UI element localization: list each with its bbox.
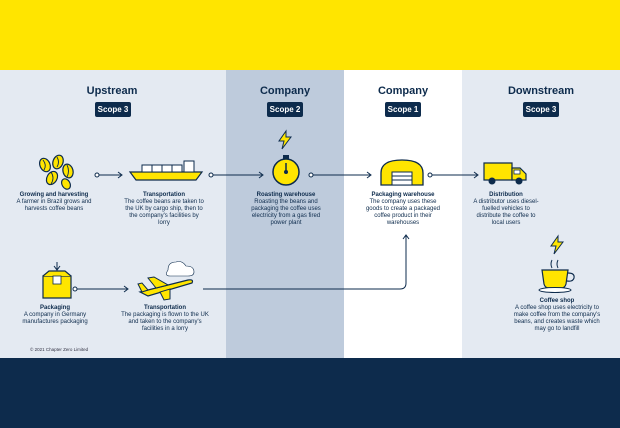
step-packaging: Packaging A company in Germany manufactu… bbox=[16, 305, 94, 326]
step-packaging-title: Packaging bbox=[39, 305, 70, 311]
packaging-box-icon bbox=[42, 262, 72, 299]
scope2-badge: Scope 2 bbox=[267, 102, 303, 117]
company-scope1-panel bbox=[344, 70, 462, 358]
step-packaging-text: A company in Germany manufactures packag… bbox=[22, 312, 88, 325]
step-growing-text: A farmer in Brazil grows and harvests co… bbox=[16, 199, 92, 212]
downstream-title: Downstream bbox=[507, 85, 575, 97]
step-transport-plane: Transportation The packaging is flown to… bbox=[120, 305, 210, 333]
coffee-beans-icon bbox=[38, 154, 74, 190]
company-scope2-panel bbox=[226, 70, 344, 358]
step-transport-ship: Transportation The coffee beans are take… bbox=[124, 192, 204, 227]
scope1-badge: Scope 1 bbox=[385, 102, 421, 117]
step-distribution-title: Distribution bbox=[489, 192, 523, 198]
step-coffee-shop-title: Coffee shop bbox=[539, 298, 575, 304]
coffee-cup-icon bbox=[538, 259, 575, 293]
airplane-icon bbox=[137, 261, 195, 301]
step-transport-ship-title: Transportation bbox=[142, 192, 185, 198]
step-coffee-shop: Coffee shop A coffee shop uses electrici… bbox=[512, 298, 602, 333]
step-packaging-warehouse-title: Packaging warehouse bbox=[371, 192, 435, 198]
step-growing: Growing and harvesting A farmer in Brazi… bbox=[14, 192, 94, 213]
copyright-notice: © 2021 Chapter Zero Limited bbox=[30, 347, 89, 352]
step-coffee-shop-text: A coffee shop uses electricity to make c… bbox=[513, 305, 601, 332]
step-transport-plane-title: Transportation bbox=[143, 305, 186, 311]
step-growing-title: Growing and harvesting bbox=[19, 192, 89, 198]
step-transport-plane-text: The packaging is flown to the UK and tak… bbox=[121, 312, 209, 332]
step-transport-ship-text: The coffee beans are taken to the UK by … bbox=[124, 199, 204, 226]
company-scope1-title: Company bbox=[377, 85, 429, 97]
upstream-scope-badge: Scope 3 bbox=[95, 102, 131, 117]
lightning-icon-2 bbox=[550, 234, 564, 255]
delivery-van-icon bbox=[483, 162, 527, 185]
warehouse-icon bbox=[380, 159, 424, 186]
bottom-navy-band bbox=[0, 358, 620, 428]
downstream-panel bbox=[462, 70, 620, 358]
upstream-title: Upstream bbox=[86, 85, 138, 97]
step-distribution-text: A distributor uses diesel-fuelled vehicl… bbox=[473, 199, 539, 226]
step-roasting: Roasting warehouse Roasting the beans an… bbox=[246, 192, 326, 227]
energy-meter-icon bbox=[272, 155, 300, 186]
step-packaging-warehouse-text: The company uses these goods to create a… bbox=[365, 199, 441, 226]
upstream-panel bbox=[0, 70, 226, 358]
step-packaging-warehouse: Packaging warehouse The company uses the… bbox=[362, 192, 444, 227]
step-roasting-title: Roasting warehouse bbox=[256, 192, 316, 198]
top-yellow-band bbox=[0, 0, 620, 70]
step-roasting-text: Roasting the beans and packaging the cof… bbox=[251, 199, 321, 226]
company-scope2-title: Company bbox=[259, 85, 311, 97]
lightning-icon bbox=[278, 129, 292, 150]
step-distribution: Distribution A distributor uses diesel-f… bbox=[470, 192, 542, 227]
cargo-ship-icon bbox=[128, 160, 204, 181]
downstream-scope-badge: Scope 3 bbox=[523, 102, 559, 117]
